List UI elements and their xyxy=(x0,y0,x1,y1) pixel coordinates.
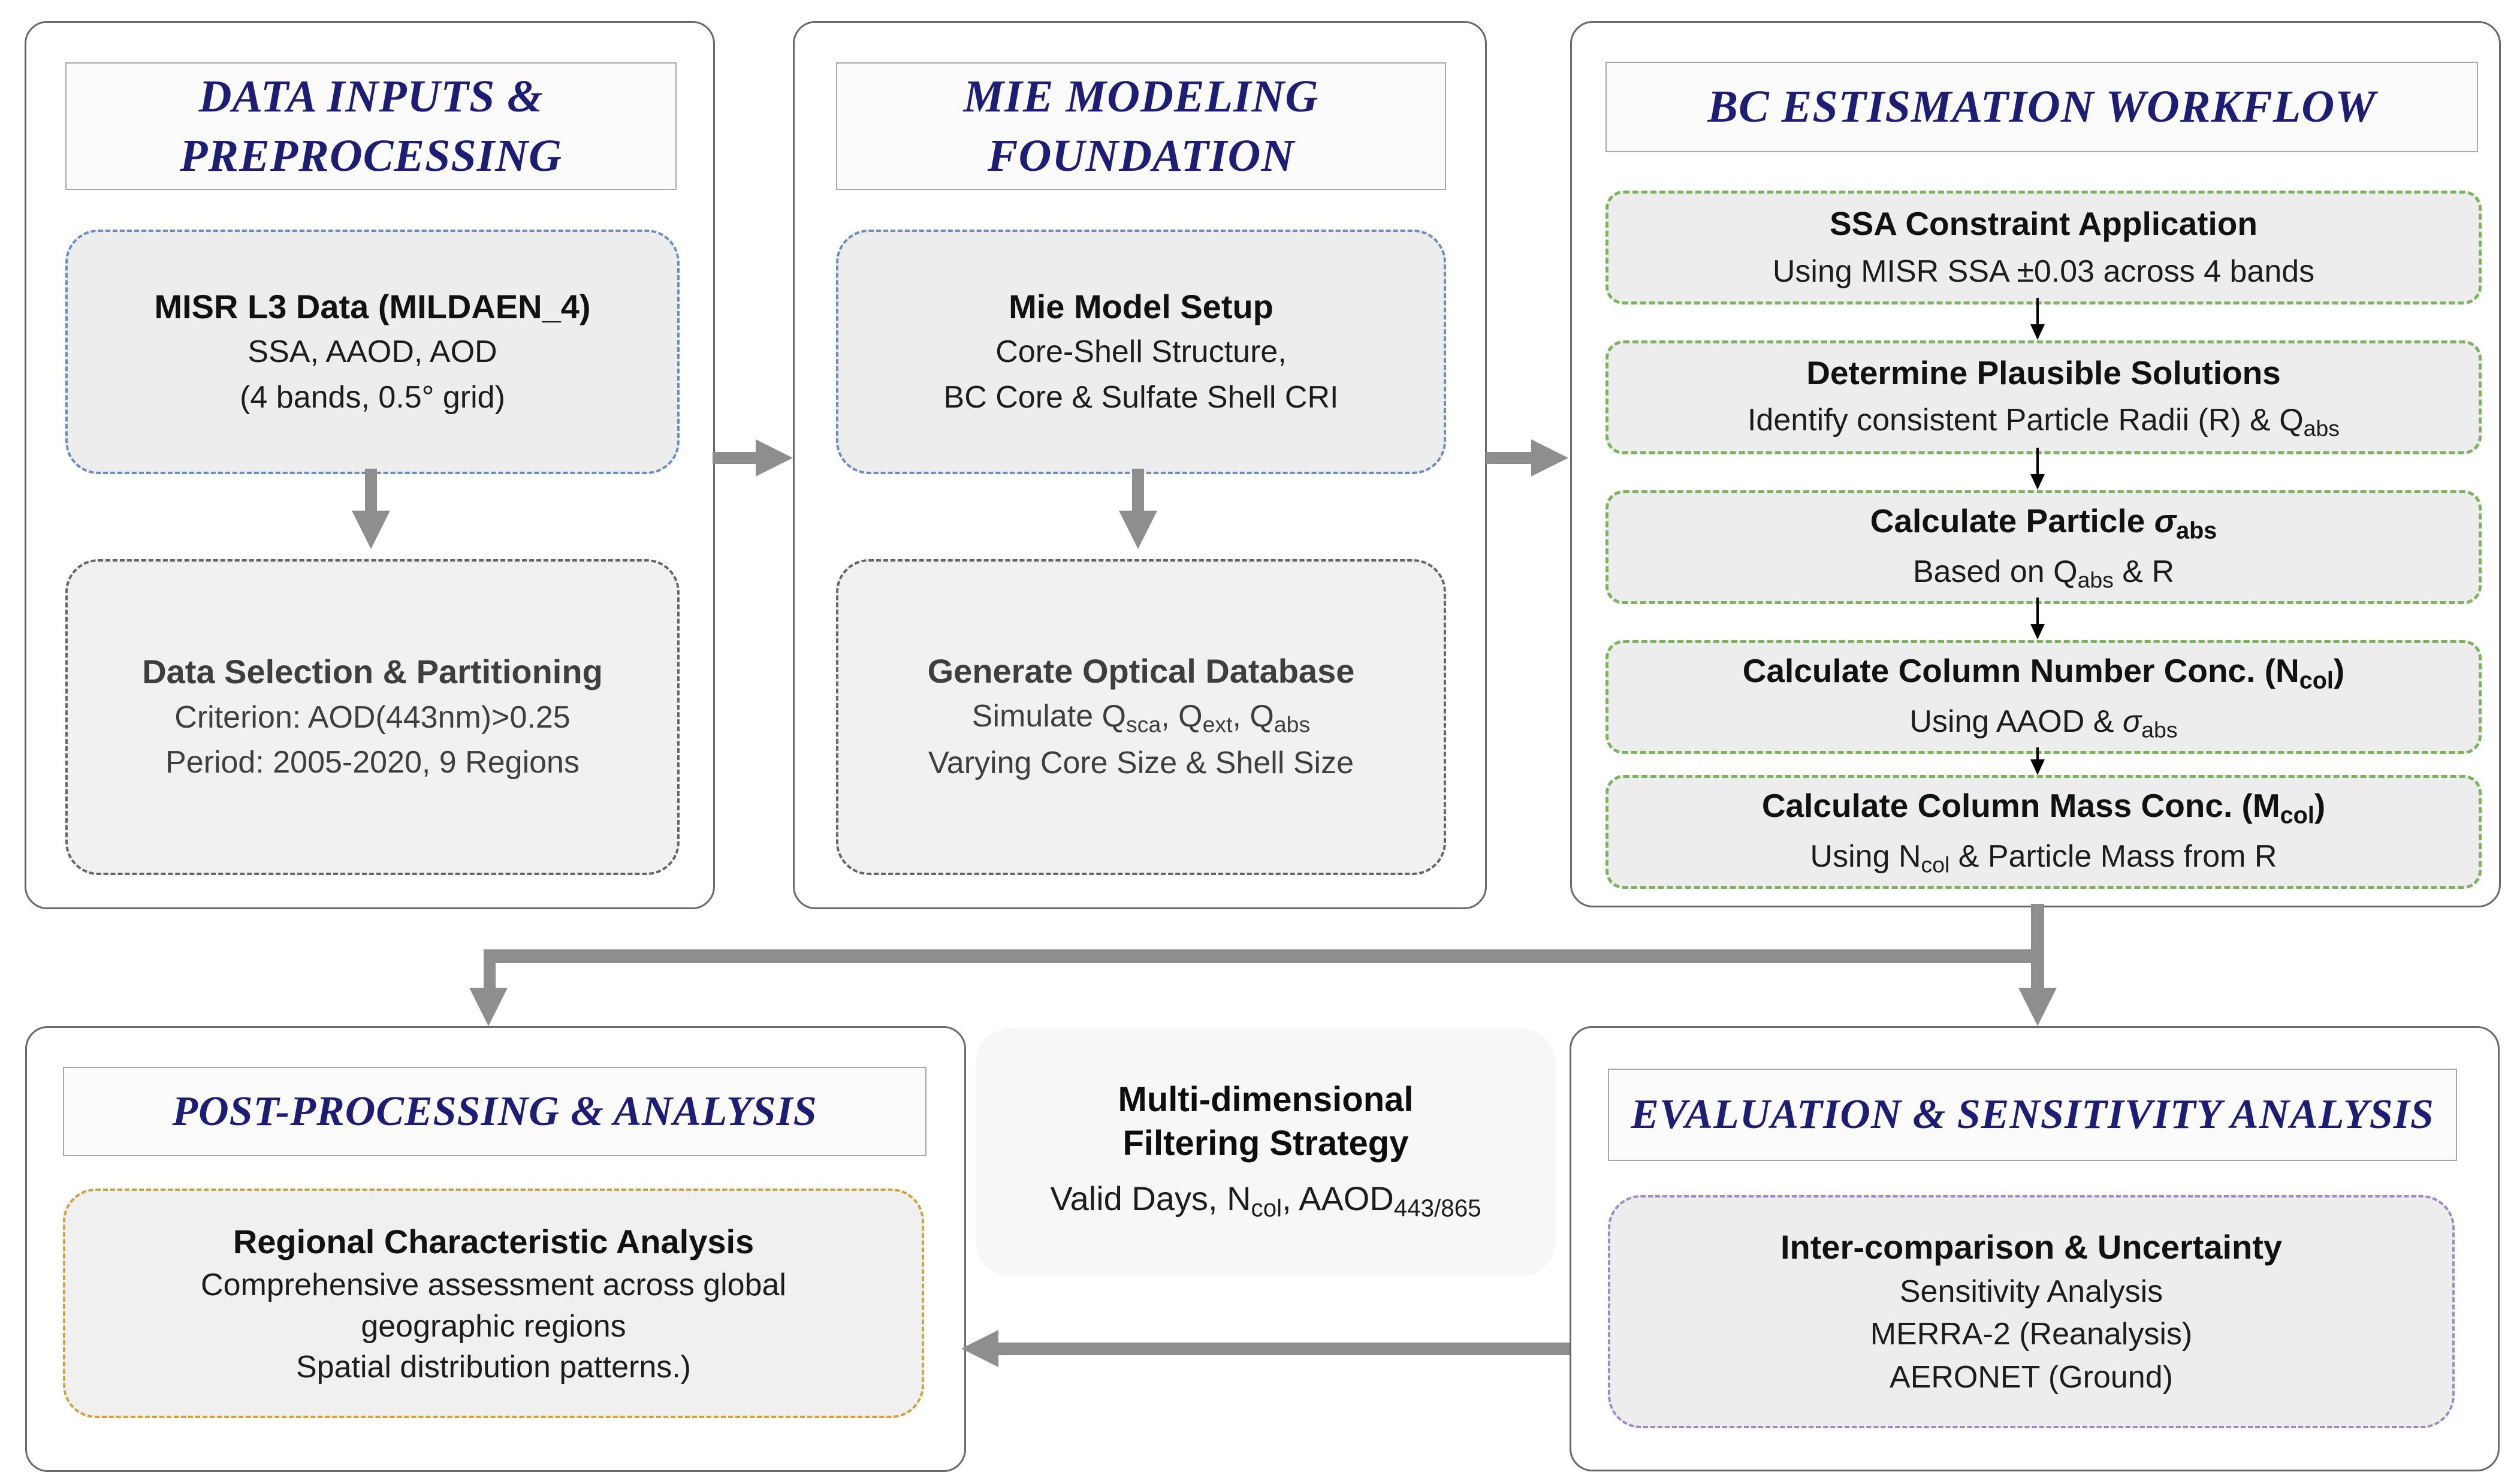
node-line: Using Ncol & Particle Mass from R xyxy=(1810,838,2277,877)
step-arrow xyxy=(2036,747,2039,761)
node-title: Multi-dimensional xyxy=(1118,1080,1414,1120)
node-line: Period: 2005-2020, 9 Regions xyxy=(165,745,580,780)
panel-data-inputs: DATA INPUTS & PREPROCESSING MISR L3 Data… xyxy=(25,21,715,909)
node-filtering-strategy: Multi-dimensional Filtering Strategy Val… xyxy=(976,1028,1556,1277)
node-regional-analysis: Regional Characteristic Analysis Compreh… xyxy=(63,1189,924,1418)
connector-right-arrowhead xyxy=(2018,988,2057,1026)
arrow-mie-to-bc-head xyxy=(1531,439,1568,476)
node-title: Inter-comparison & Uncertainty xyxy=(1780,1228,2283,1266)
node-line: geographic regions xyxy=(361,1308,626,1344)
node-calc-ncol: Calculate Column Number Conc. (Ncol) Usi… xyxy=(1605,640,2482,754)
arrow-data-to-mie xyxy=(713,452,757,464)
arrow-mie-to-bc xyxy=(1486,452,1532,464)
node-calc-sigma-abs: Calculate Particle σabs Based on Qabs & … xyxy=(1605,490,2482,604)
node-line: Core-Shell Structure, xyxy=(995,334,1287,370)
title-line: MIE MODELING xyxy=(963,71,1319,122)
node-line: Using AAOD & σabs xyxy=(1909,704,2178,743)
node-line: AERONET (Ground) xyxy=(1890,1360,2173,1395)
arrow-data-to-mie-head xyxy=(756,439,793,476)
down-arrowhead xyxy=(352,511,390,549)
node-title: Filtering Strategy xyxy=(1122,1123,1409,1163)
title-line: EVALUATION & SENSITIVITY ANALYSIS xyxy=(1631,1091,2434,1138)
step-arrowhead xyxy=(2030,474,2045,490)
step-arrowhead xyxy=(2030,759,2045,775)
node-calc-mcol: Calculate Column Mass Conc. (Mcol) Using… xyxy=(1605,775,2482,889)
panel-mie-modeling: MIE MODELING FOUNDATION Mie Model Setup … xyxy=(793,21,1487,909)
down-arrow xyxy=(1132,469,1144,512)
node-line: Sensitivity Analysis xyxy=(1899,1274,2163,1309)
panel-title-data-inputs: DATA INPUTS & PREPROCESSING xyxy=(65,62,677,190)
node-line: Identify consistent Particle Radii (R) &… xyxy=(1747,403,2340,442)
node-title: Determine Plausible Solutions xyxy=(1806,354,2281,391)
node-determine-solutions: Determine Plausible Solutions Identify c… xyxy=(1605,340,2482,454)
node-title: SSA Constraint Application xyxy=(1829,205,2258,243)
node-line: Using MISR SSA ±0.03 across 4 bands xyxy=(1772,254,2315,289)
node-line: MERRA-2 (Reanalysis) xyxy=(1870,1317,2193,1352)
node-line: BC Core & Sulfate Shell CRI xyxy=(943,379,1339,415)
node-line: Spatial distribution patterns.) xyxy=(295,1350,691,1385)
arrow-eval-to-post xyxy=(998,1343,1570,1355)
node-title: Data Selection & Partitioning xyxy=(142,653,603,691)
down-arrowhead xyxy=(1119,511,1157,549)
node-title: MISR L3 Data (MILDAEN_4) xyxy=(154,287,591,325)
panel-post-processing: POST-PROCESSING & ANALYSIS Regional Char… xyxy=(25,1026,966,1472)
panel-title-bc-workflow: BC ESTISMATION WORKFLOW xyxy=(1605,62,2478,152)
step-arrowhead xyxy=(2030,324,2045,340)
step-arrow xyxy=(2036,598,2039,625)
title-line: PREPROCESSING xyxy=(179,130,563,181)
node-title: Regional Characteristic Analysis xyxy=(233,1222,755,1260)
node-line: Comprehensive assessment across global xyxy=(201,1268,786,1303)
node-title: Calculate Column Mass Conc. (Mcol) xyxy=(1761,787,2326,829)
step-arrow xyxy=(2036,298,2039,325)
node-intercomparison: Inter-comparison & Uncertainty Sensitivi… xyxy=(1608,1195,2455,1428)
panel-bc-workflow: BC ESTISMATION WORKFLOW SSA Constraint A… xyxy=(1570,21,2501,907)
connector-vertical xyxy=(2031,904,2044,989)
title-line: BC ESTISMATION WORKFLOW xyxy=(1707,82,2376,132)
connector-horizontal xyxy=(484,949,2044,963)
panel-title-post-processing: POST-PROCESSING & ANALYSIS xyxy=(63,1067,926,1156)
node-generate-optical-database: Generate Optical Database Simulate Qsca,… xyxy=(836,559,1446,875)
node-line: Varying Core Size & Shell Size xyxy=(928,746,1354,781)
node-title: Calculate Column Number Conc. (Ncol) xyxy=(1742,652,2345,694)
arrow-eval-to-post-head xyxy=(961,1330,998,1367)
node-line: Criterion: AOD(443nm)>0.25 xyxy=(174,699,571,735)
node-misr-l3-data: MISR L3 Data (MILDAEN_4) SSA, AAOD, AOD … xyxy=(65,230,680,474)
title-line: DATA INPUTS & xyxy=(198,71,544,122)
connector-left-arrowhead xyxy=(469,988,508,1026)
step-arrowhead xyxy=(2030,624,2045,640)
panel-title-evaluation: EVALUATION & SENSITIVITY ANALYSIS xyxy=(1608,1069,2457,1161)
down-arrow xyxy=(365,469,377,512)
node-ssa-constraint: SSA Constraint Application Using MISR SS… xyxy=(1605,191,2482,304)
node-data-selection: Data Selection & Partitioning Criterion:… xyxy=(65,559,680,875)
node-line: Valid Days, Ncol, AAOD443/865 xyxy=(1050,1180,1481,1222)
node-line: Simulate Qsca, Qext, Qabs xyxy=(971,699,1311,738)
node-line: (4 bands, 0.5° grid) xyxy=(240,379,505,415)
node-line: SSA, AAOD, AOD xyxy=(248,334,497,370)
title-line: FOUNDATION xyxy=(987,130,1295,181)
node-line: Based on Qabs & R xyxy=(1912,554,2175,593)
panel-evaluation: EVALUATION & SENSITIVITY ANALYSIS Inter-… xyxy=(1570,1026,2500,1471)
node-title: Mie Model Setup xyxy=(1009,287,1273,325)
title-line: POST-PROCESSING & ANALYSIS xyxy=(172,1088,817,1135)
node-title: Calculate Particle σabs xyxy=(1870,502,2217,544)
node-title: Generate Optical Database xyxy=(927,652,1355,690)
step-arrow xyxy=(2036,448,2039,475)
panel-title-mie-modeling: MIE MODELING FOUNDATION xyxy=(836,62,1446,190)
node-mie-model-setup: Mie Model Setup Core-Shell Structure, BC… xyxy=(836,230,1446,474)
connector-left-stub xyxy=(484,949,496,989)
